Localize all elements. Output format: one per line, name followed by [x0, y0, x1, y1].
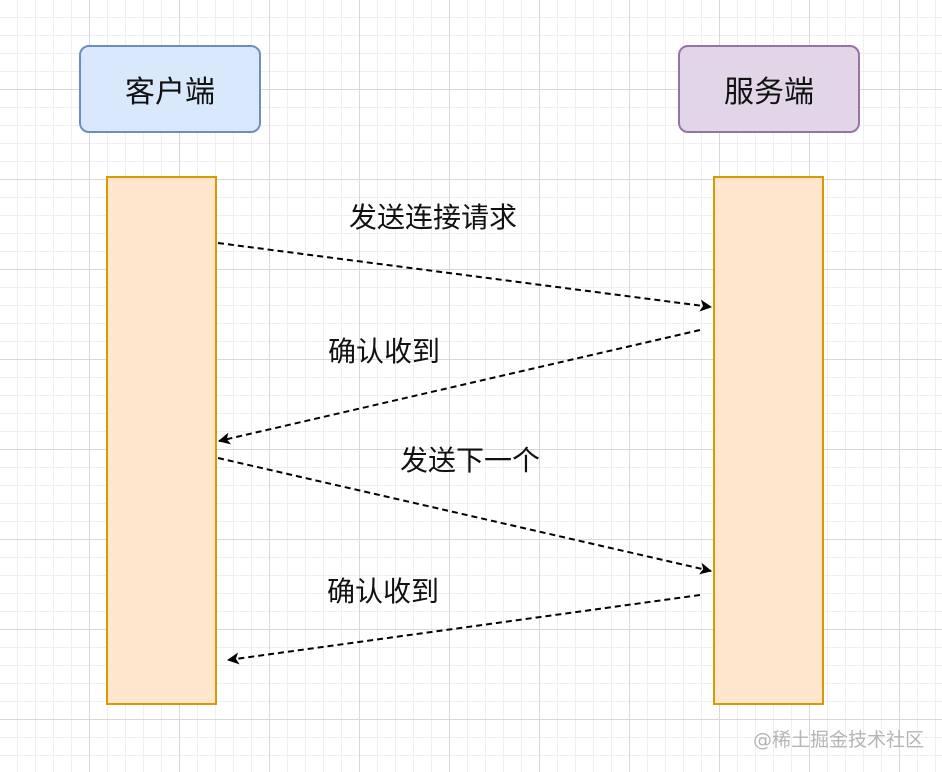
- server-participant-box: 服务端: [678, 45, 860, 133]
- message-4-label: 确认收到: [327, 575, 440, 608]
- message-4-arrow: [227, 594, 701, 665]
- message-2-label: 确认收到: [328, 335, 441, 368]
- message-2-arrow: [218, 329, 701, 445]
- server-lifeline: [713, 176, 824, 705]
- message-1-label: 发送连接请求: [349, 201, 518, 234]
- message-3-arrow: [217, 457, 712, 575]
- client-lifeline: [106, 176, 217, 705]
- client-participant-box: 客户端: [79, 45, 261, 133]
- message-1-arrow: [217, 242, 712, 312]
- server-participant-label: 服务端: [724, 75, 814, 110]
- watermark: @稀土掘金技术社区: [752, 729, 924, 751]
- message-3-label: 发送下一个: [400, 444, 541, 477]
- client-participant-label: 客户端: [125, 75, 215, 110]
